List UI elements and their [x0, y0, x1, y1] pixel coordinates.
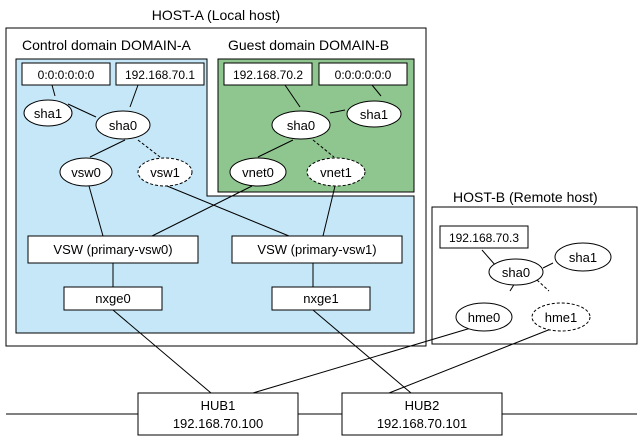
domain-b-sha0-node[interactable] — [271, 110, 331, 140]
domain-b-sha0-address: 192.168.70.2 — [233, 68, 303, 82]
host-b-sha1-node[interactable] — [554, 242, 612, 272]
host-b-hme1-node[interactable] — [531, 302, 591, 332]
domain-b-sha1-node[interactable] — [346, 100, 402, 128]
domain-b-sha1-label: sha1 — [360, 107, 388, 122]
domain-b-vnet1-label: vnet1 — [320, 165, 352, 180]
vsw-primary-vsw1-label: VSW (primary-vsw1) — [257, 242, 376, 257]
domain-a-sha1-label: sha1 — [34, 106, 62, 121]
domain-a-vsw0-label: vsw0 — [71, 165, 101, 180]
host-b-hme0-node[interactable] — [455, 302, 513, 332]
nxge1-label: nxge1 — [303, 291, 338, 306]
host-b-sha0-node[interactable] — [488, 258, 544, 286]
domain-b-title: Guest domain DOMAIN-B — [228, 37, 389, 53]
vsw-primary-vsw0-box[interactable] — [27, 235, 199, 264]
domain-a-sha0-address: 192.168.70.1 — [125, 68, 195, 82]
host-b-sha0-address: 192.168.70.3 — [449, 231, 519, 245]
domain-b-sha0-label: sha0 — [287, 118, 315, 133]
domain-a-title: Control domain DOMAIN-A — [22, 37, 191, 53]
domain-b-vnet0-node[interactable] — [229, 157, 287, 187]
vsw-primary-vsw0-label: VSW (primary-vsw0) — [53, 242, 172, 257]
hub2-name: HUB2 — [405, 398, 440, 413]
domain-a-sha0-address-box — [115, 62, 205, 86]
domain-a-sha1-address: 0:0:0:0:0:0 — [38, 68, 95, 82]
domain-b-sha0-address-box — [223, 62, 313, 86]
hub1-box[interactable] — [137, 392, 299, 436]
hub2-box[interactable] — [341, 392, 503, 436]
host-b-sha0-address-box — [439, 225, 529, 249]
domain-b-vnet0-label: vnet0 — [242, 165, 274, 180]
host-b-sha1-label: sha1 — [569, 250, 597, 265]
hub2-address: 192.168.70.101 — [377, 416, 467, 431]
vsw-primary-vsw1-box[interactable] — [231, 235, 403, 264]
host-b-hme0-label: hme0 — [468, 310, 501, 325]
domain-b-sha1-address-box — [318, 62, 408, 86]
host-a-title: HOST-A (Local host) — [152, 7, 280, 23]
domain-b-sha1-address: 0:0:0:0:0:0 — [335, 68, 392, 82]
host-b-sha0-label: sha0 — [502, 265, 530, 280]
nxge0-label: nxge0 — [95, 291, 130, 306]
hub1-name: HUB1 — [201, 398, 236, 413]
host-b-title: HOST-B (Remote host) — [453, 189, 598, 205]
hub1-address: 192.168.70.100 — [173, 416, 263, 431]
domain-a-sha1-address-box — [21, 62, 111, 86]
domain-a-vsw1-node[interactable] — [137, 157, 193, 187]
domain-a-vsw1-label: vsw1 — [150, 165, 180, 180]
domain-b-vnet1-node[interactable] — [306, 157, 366, 187]
domain-a-sha0-node[interactable] — [95, 110, 151, 140]
nxge0-box[interactable] — [63, 286, 163, 311]
domain-a-sha1-node[interactable] — [23, 99, 73, 127]
domain-a-sha0-label: sha0 — [109, 118, 137, 133]
connection-lines — [51, 84, 562, 394]
nxge1-box[interactable] — [271, 286, 371, 311]
host-b-hme1-label: hme1 — [545, 310, 578, 325]
domain-a-vsw0-node[interactable] — [59, 157, 113, 187]
